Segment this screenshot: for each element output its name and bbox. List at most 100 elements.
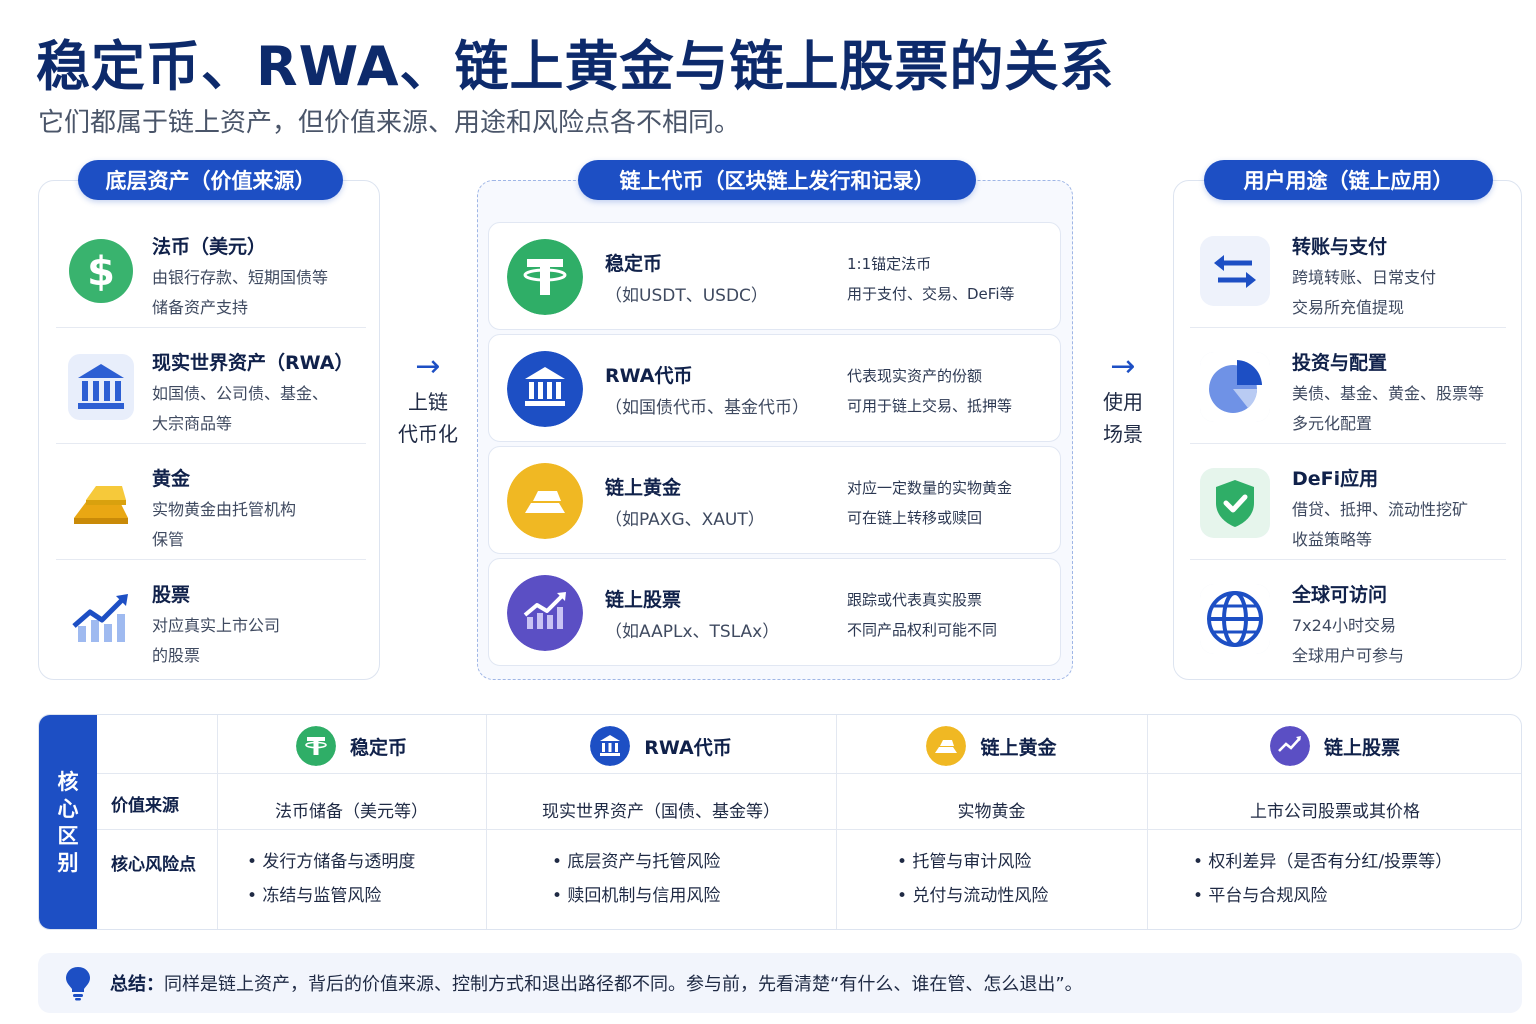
asset-desc: 实物黄金由托管机构 (152, 500, 297, 519)
divider (97, 829, 1521, 830)
column-title: 链上股票 (1323, 736, 1400, 759)
token-note: 用于支付、交易、DeFi等 (847, 285, 1015, 303)
risk-item: • 底层资产与托管风险 (552, 852, 721, 872)
underlying-assets-heading: 底层资产（价值来源） (78, 160, 343, 200)
column-header-rwa: RWA代币 (486, 723, 836, 769)
token-title: 稳定币 (605, 253, 663, 275)
stock-chart-icon (1269, 726, 1310, 766)
use-desc: 7x24小时交易 (1292, 616, 1397, 635)
token-title: RWA代币 (605, 365, 693, 387)
stock-chart-icon (72, 594, 128, 642)
user-uses-heading: 用户用途（链上应用） (1204, 160, 1493, 200)
use-desc: 全球用户可参与 (1292, 646, 1405, 665)
risk-item: • 冻结与监管风险 (247, 886, 382, 906)
risk-item: • 托管与审计风险 (897, 852, 1032, 872)
use-desc: 跨境转账、日常支付 (1292, 268, 1437, 287)
tether-icon (295, 726, 336, 766)
flow-label: 代币化 (398, 422, 458, 446)
gold-bar-icon (507, 463, 583, 539)
risk-item: • 平台与合规风险 (1193, 886, 1328, 906)
row-header-core-risk: 核心风险点 (111, 855, 196, 875)
tether-icon (507, 239, 583, 315)
column-title: 链上黄金 (980, 736, 1057, 759)
bank-icon (507, 351, 583, 427)
token-note: 跟踪或代表真实股票 (847, 591, 983, 609)
core-difference-char: 核 (57, 770, 79, 794)
flow-label: 场景 (1103, 422, 1143, 446)
token-note: 1:1锚定法币 (847, 255, 932, 273)
core-difference-char: 别 (57, 851, 79, 875)
token-title: 链上股票 (605, 589, 682, 611)
globe-icon (1200, 584, 1270, 654)
onchain-tokens-heading: 链上代币（区块链上发行和记录） (578, 160, 976, 200)
asset-desc: 的股票 (152, 646, 201, 665)
column-header-gold: 链上黄金 (836, 723, 1147, 769)
asset-title: 黄金 (152, 468, 191, 490)
right-arrow-icon: → (415, 349, 441, 384)
token-example: （如国债代币、基金代币） (605, 398, 809, 418)
risk-item: • 兑付与流动性风险 (897, 886, 1049, 906)
divider (56, 327, 366, 328)
asset-desc: 保管 (152, 530, 185, 549)
page-title: 稳定币、RWA、链上黄金与链上股票的关系 (36, 35, 1115, 98)
column-header-stablecoin: 稳定币 (217, 723, 486, 769)
asset-title: 股票 (152, 584, 191, 606)
token-title: 链上黄金 (605, 477, 682, 499)
summary-bar: 总结：同样是链上资产，背后的价值来源、控制方式和退出路径都不同。参与前，先看清楚… (38, 953, 1522, 1013)
use-desc: 美债、基金、黄金、股票等 (1292, 384, 1485, 403)
divider (56, 559, 366, 560)
token-note: 对应一定数量的实物黄金 (847, 479, 1013, 497)
summary-text: 总结：同样是链上资产，背后的价值来源、控制方式和退出路径都不同。参与前，先看清楚… (110, 970, 1083, 996)
divider (1190, 327, 1506, 328)
use-title: 全球可访问 (1292, 584, 1388, 606)
gold-bar-icon (74, 486, 128, 524)
gold-bar-icon (926, 726, 967, 766)
token-example: （如USDT、USDC） (605, 286, 768, 306)
core-difference-label: 核 心 区 别 (39, 715, 97, 929)
divider (836, 715, 837, 929)
value-source-cell: 现实世界资产（国债、基金等） (542, 801, 780, 822)
use-title: 投资与配置 (1292, 352, 1388, 374)
risk-item: • 权利差异（是否有分红/投票等） (1193, 852, 1453, 872)
svg-text:$: $ (87, 249, 115, 295)
summary-body: 同样是链上资产，背后的价值来源、控制方式和退出路径都不同。参与前，先看清楚“有什… (164, 974, 1083, 995)
asset-desc: 如国债、公司债、基金、 (152, 384, 329, 403)
stock-chart-icon (507, 575, 583, 651)
flow-label: 上链 (408, 390, 448, 414)
divider (56, 443, 366, 444)
divider (1190, 443, 1506, 444)
asset-desc: 大宗商品等 (152, 414, 233, 433)
dollar-icon: $ (69, 239, 133, 303)
token-note: 可用于链上交易、抵押等 (847, 397, 1013, 415)
row-header-value-source: 价值来源 (111, 796, 179, 816)
column-header-stock: 链上股票 (1147, 723, 1521, 769)
column-title: RWA代币 (644, 736, 732, 759)
value-source-cell: 实物黄金 (957, 801, 1026, 822)
use-title: 转账与支付 (1292, 236, 1388, 258)
asset-item-fiat: $ 法币（美元） 由银行存款、短期国债等 储备资产支持 (56, 214, 366, 328)
column-title: 稳定币 (349, 736, 407, 759)
use-desc: 多元化配置 (1292, 414, 1373, 433)
bank-icon (590, 726, 631, 766)
divider (1147, 715, 1148, 929)
lightbulb-icon (66, 967, 90, 1001)
value-source-cell: 法币储备（美元等） (275, 801, 428, 822)
asset-desc: 储备资产支持 (152, 298, 249, 317)
value-source-cell: 上市公司股票或其价格 (1250, 801, 1420, 822)
bank-icon (68, 354, 134, 420)
asset-item-stock: 股票 对应真实上市公司 的股票 (56, 562, 366, 676)
asset-title: 现实世界资产（RWA） (152, 352, 354, 374)
use-title: DeFi应用 (1292, 468, 1379, 490)
token-card-stock: 链上股票 （如AAPLx、TSLAx） 跟踪或代表真实股票 不同产品权利可能不同 (488, 558, 1061, 666)
use-item-investing: 投资与配置 美债、基金、黄金、股票等 多元化配置 (1190, 330, 1506, 444)
tokenize-flow: → 上链 代币化 (392, 352, 464, 450)
right-arrow-icon: → (1110, 349, 1136, 384)
divider (217, 715, 218, 929)
divider (97, 773, 1521, 774)
risk-item: • 发行方储备与透明度 (247, 852, 416, 872)
token-card-rwa: RWA代币 （如国债代币、基金代币） 代表现实资产的份额 可用于链上交易、抵押等 (488, 334, 1061, 442)
asset-desc: 对应真实上市公司 (152, 616, 281, 635)
token-example: （如PAXG、XAUT） (605, 510, 765, 530)
pie-chart-icon (1200, 352, 1270, 422)
token-card-stablecoin: 稳定币 （如USDT、USDC） 1:1锚定法币 用于支付、交易、DeFi等 (488, 222, 1061, 330)
